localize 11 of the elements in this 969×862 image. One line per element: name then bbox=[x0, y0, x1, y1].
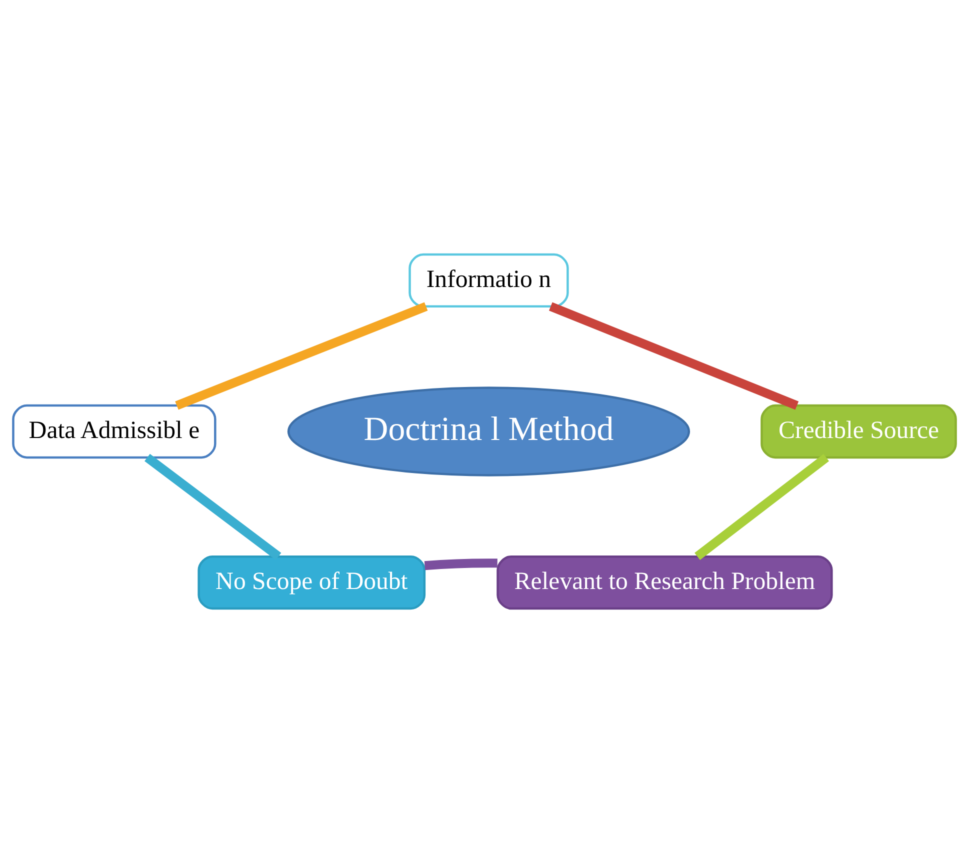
node-ellipse: Doctrina l Method bbox=[287, 386, 690, 476]
node-box: Data Admissibl e bbox=[12, 404, 216, 458]
connector bbox=[424, 558, 498, 570]
connector bbox=[144, 453, 282, 560]
connector bbox=[694, 453, 830, 560]
node-box: No Scope of Doubt bbox=[198, 554, 426, 610]
node-box: Relevant to Research Problem bbox=[496, 554, 833, 610]
connector bbox=[548, 302, 799, 410]
node-box: Informatio n bbox=[408, 252, 569, 308]
connector bbox=[175, 302, 428, 410]
node-box: Credible Source bbox=[760, 404, 957, 458]
